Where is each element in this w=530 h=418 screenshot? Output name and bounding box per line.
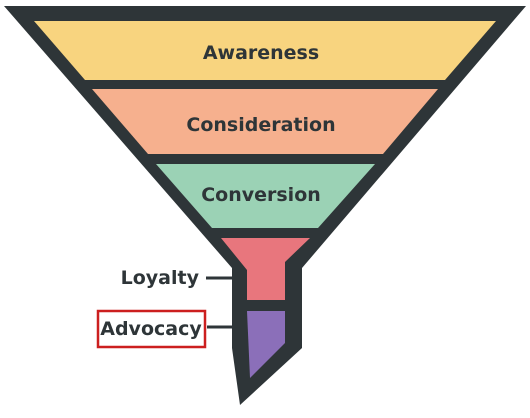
- stage-conversion-band: [156, 164, 375, 228]
- stage-loyalty-label: Loyalty: [121, 267, 200, 289]
- stage-consideration-band: [92, 89, 438, 154]
- stage-advocacy-label: Advocacy: [100, 318, 202, 340]
- stage-advocacy-band: [247, 311, 285, 378]
- stage-awareness-label: Awareness: [203, 42, 319, 64]
- stage-awareness-band: [34, 21, 496, 80]
- advocacy-highlight-box: [96, 309, 207, 349]
- stage-consideration-label: Consideration: [186, 114, 335, 136]
- stage-conversion-label: Conversion: [201, 184, 321, 206]
- stage-loyalty-band: [221, 238, 310, 300]
